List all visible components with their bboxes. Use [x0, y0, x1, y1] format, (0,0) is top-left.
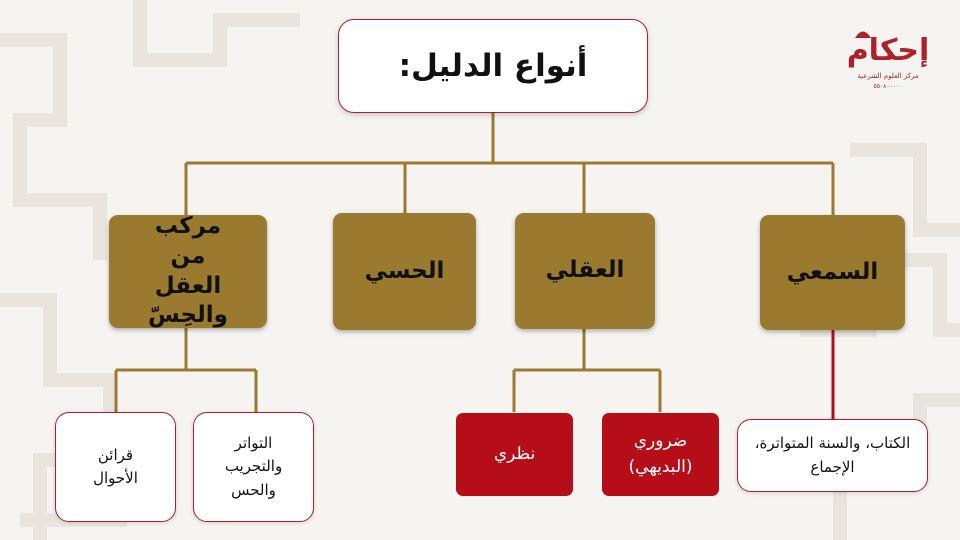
- node-murakkab-label: مركب من العقل والحِسّ: [148, 212, 228, 329]
- leaf-tawatur-text: التواتر والتجريب والحس: [224, 434, 283, 499]
- logo-number: ٥٥٠٨٠٠٠٠٠: [873, 83, 903, 90]
- brand-logo: إحكام مركز العلوم الشرعية ٥٥٠٨٠٠٠٠٠: [846, 28, 930, 94]
- title-text: أنواع الدليل:: [398, 48, 588, 84]
- node-aqli: العقلي: [515, 213, 655, 329]
- leaf-qarain: قرائن الأحوال: [55, 412, 176, 522]
- node-aqli-label: العقلي: [545, 257, 625, 284]
- node-samei-label: السمعي: [786, 258, 879, 285]
- leaf-samei-text: الكتاب، والسنة المتواترة، الإجماع: [754, 434, 911, 476]
- logo-name: إحكام: [846, 33, 931, 68]
- node-hissi: الحسي: [333, 213, 476, 330]
- dome-icon: [855, 31, 871, 38]
- node-samei: السمعي: [760, 215, 905, 330]
- node-hissi-label: الحسي: [364, 257, 445, 284]
- leaf-nazari: نظري: [456, 413, 573, 496]
- diagram-title: أنواع الدليل:: [338, 19, 648, 113]
- logo-subtitle: مركز العلوم الشرعية: [857, 72, 919, 80]
- leaf-nazari-text: نظري: [493, 443, 536, 464]
- node-murakkab: مركب من العقل والحِسّ: [109, 213, 267, 328]
- leaf-daruri-text: ضروري (البديهي): [628, 431, 693, 477]
- leaf-qarain-text: قرائن الأحوال: [93, 445, 138, 487]
- leaf-tawatur: التواتر والتجريب والحس: [193, 412, 314, 522]
- leaf-samei-sources: الكتاب، والسنة المتواترة، الإجماع: [737, 419, 928, 492]
- leaf-daruri: ضروري (البديهي): [602, 413, 719, 496]
